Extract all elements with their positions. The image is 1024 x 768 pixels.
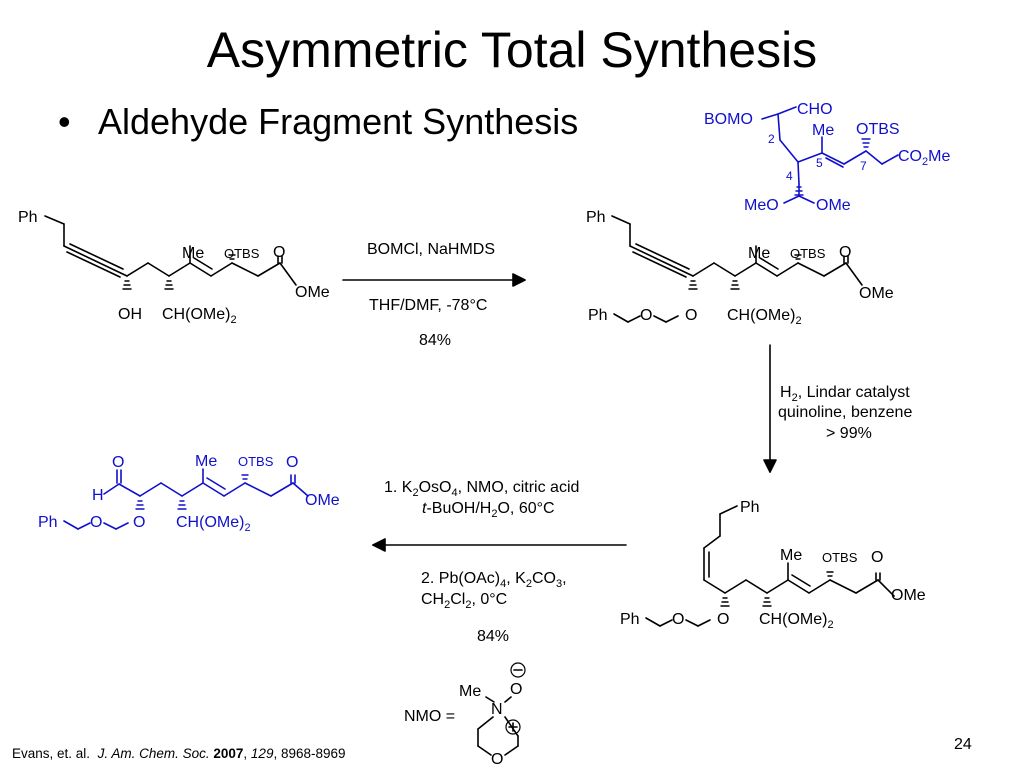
label-o-bom-b-3: O — [717, 611, 729, 628]
step2-line2: quinoline, benzene — [778, 404, 912, 421]
label-o-bom-a-2: O — [640, 307, 652, 324]
label-o-carbonyl-2: O — [839, 244, 851, 261]
label-ome-dimethyl: OMe — [816, 197, 851, 214]
aldehyde-product-structure: O H Ph O O CH(OMe)2 Me OTBS O — [38, 453, 340, 534]
citation-journal: J. Am. Chem. Soc. — [97, 746, 210, 761]
locant-5: 5 — [816, 156, 823, 170]
label-ome-2: OMe — [859, 285, 894, 302]
label-ph-bom-3: Ph — [620, 611, 640, 628]
label-me-3: Me — [780, 547, 802, 564]
bullet-text: Aldehyde Fragment Synthesis — [98, 101, 579, 142]
nmo-structure: NMO = O Me N O — [404, 662, 526, 768]
step3-line-c: 2. Pb(OAc)4, K2CO3, — [421, 570, 567, 590]
citation-volume: 129 — [250, 746, 274, 761]
citation-pages: 8968-8969 — [280, 746, 346, 761]
step3-arrow-group: 1. K2OsO4, NMO, citric acid t-BuOH/H2O, … — [372, 479, 627, 645]
label-otbs-4: OTBS — [238, 454, 274, 469]
page-number: 24 — [954, 736, 972, 753]
label-o-carbonyl-1: O — [273, 244, 285, 261]
label-me-1: Me — [182, 245, 204, 262]
label-ch-ome2-3: CH(OMe)2 — [759, 611, 834, 631]
label-o-bom-a-4: O — [90, 514, 102, 531]
label-o-aldehyde: O — [112, 454, 124, 471]
label-bomo: BOMO — [704, 111, 753, 128]
label-ome-3: OMe — [891, 587, 926, 604]
citation-authors: Evans, et. al. — [12, 746, 91, 761]
step3-line-a: 1. K2OsO4, NMO, citric acid — [384, 479, 579, 499]
locant-4: 4 — [786, 169, 793, 183]
label-ch-ome2-4: CH(OMe)2 — [176, 514, 251, 534]
step3-line-d: CH2Cl2, 0°C — [421, 591, 507, 611]
label-oh: OH — [118, 306, 142, 323]
step3-line-b: t-BuOH/H2O, 60°C — [422, 500, 555, 520]
step2-arrow-group: H2, Lindar catalyst quinoline, benzene >… — [763, 344, 912, 473]
label-otbs-target: OTBS — [856, 121, 900, 138]
citation: Evans, et. al. J. Am. Chem. Soc. 2007, 1… — [12, 746, 346, 761]
label-ome-4: OMe — [305, 492, 340, 509]
label-cho: CHO — [797, 101, 833, 118]
label-ph-2: Ph — [586, 209, 606, 226]
nmo-me: Me — [459, 683, 481, 700]
target-aldehyde-structure: BOMO CHO 2 4 MeO OMe Me 5 OTBS 7 CO2Me — [704, 101, 950, 214]
nmo-o-top: O — [510, 681, 522, 698]
step2-line1: H2, Lindar catalyst — [780, 384, 910, 404]
label-co2me: CO2Me — [898, 148, 950, 168]
label-me-2: Me — [748, 245, 770, 262]
label-ph-bom-4: Ph — [38, 514, 58, 531]
label-o-carbonyl-4: O — [286, 454, 298, 471]
label-o-carbonyl-3: O — [871, 549, 883, 566]
label-me-4: Me — [195, 453, 217, 470]
bom-alkyne-structure: Ph Ph O O CH(OMe)2 Me OTBS O — [586, 209, 894, 327]
label-o-bom-b-2: O — [685, 307, 697, 324]
step1-reagents: BOMCl, NaHMDS — [367, 241, 495, 258]
bullet-dot: • — [58, 101, 71, 142]
slide-title: Asymmetric Total Synthesis — [206, 22, 818, 78]
nmo-o-ring: O — [491, 751, 503, 768]
label-h-aldehyde: H — [92, 487, 104, 504]
citation-year: 2007 — [213, 746, 244, 761]
label-otbs-1: OTBS — [224, 246, 260, 261]
label-ch-ome2-2: CH(OMe)2 — [727, 307, 802, 327]
label-otbs-2: OTBS — [790, 246, 826, 261]
nmo-label: NMO = — [404, 708, 455, 725]
locant-2: 2 — [768, 132, 775, 146]
label-ch-ome2-1: CH(OMe)2 — [162, 306, 237, 326]
label-ph-bom-2: Ph — [588, 307, 608, 324]
label-meo: MeO — [744, 197, 779, 214]
cis-alkene-structure: Ph Ph O O CH(OMe)2 Me OTBS — [620, 499, 926, 631]
nmo-n: N — [491, 701, 503, 718]
step1-conditions: THF/DMF, -78°C — [369, 297, 487, 314]
label-me: Me — [812, 122, 834, 139]
bullet-item: • Aldehyde Fragment Synthesis — [58, 97, 578, 147]
locant-7: 7 — [860, 159, 867, 173]
starting-material-structure: Ph OH CH(OMe)2 Me OTBS O OMe — [18, 209, 330, 326]
label-ph-3: Ph — [740, 499, 760, 516]
label-o-bom-a-3: O — [672, 611, 684, 628]
label-ome-1: OMe — [295, 284, 330, 301]
label-o-bom-b-4: O — [133, 514, 145, 531]
label-ph-1: Ph — [18, 209, 38, 226]
step1-yield: 84% — [419, 332, 451, 349]
step3-yield: 84% — [477, 628, 509, 645]
label-otbs-3: OTBS — [822, 550, 858, 565]
step2-yield: > 99% — [826, 425, 872, 442]
step1-arrow-group: BOMCl, NaHMDS THF/DMF, -78°C 84% — [342, 241, 526, 349]
